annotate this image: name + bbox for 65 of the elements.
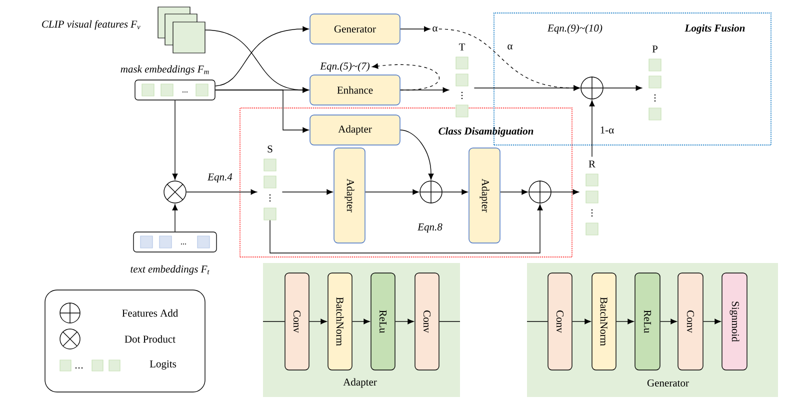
logits-column: R	[586, 160, 598, 236]
operator-circle	[528, 180, 552, 204]
arrow	[474, 85, 580, 91]
layer-box: Adapter	[334, 148, 366, 244]
logits-column: S	[264, 145, 276, 220]
layer-box: BatchNorm	[328, 272, 352, 370]
operator-circle	[580, 76, 604, 100]
node-label: CLIP visual features F$_{v}$	[42, 20, 140, 30]
module-box: Adapter	[310, 114, 400, 146]
arrow	[270, 204, 543, 254]
module-box: Generator	[310, 14, 400, 44]
layer-box: Conv	[414, 272, 440, 370]
edge-label: Eqn.4	[206, 172, 234, 184]
layer-box: Conv	[548, 272, 572, 370]
layer-box: BatchNorm	[592, 272, 616, 370]
layer-box: Adapter	[468, 148, 500, 244]
node-label: S	[268, 145, 272, 153]
legend-label: Logits	[150, 360, 176, 370]
arrow	[172, 100, 178, 180]
legend-label: Dot Product	[124, 335, 176, 343]
node-label: text embeddings F$_{t}$	[130, 265, 210, 275]
layer-box: ReLu	[370, 272, 396, 370]
layer-box: Conv	[284, 272, 310, 370]
arrow	[282, 189, 333, 195]
equation-label: Eqn.(9)~(10)	[547, 24, 602, 34]
arrow	[589, 100, 595, 158]
edge-label: 1-α	[598, 125, 616, 135]
module-box: Enhance	[310, 74, 400, 106]
operator-circle	[164, 180, 186, 204]
edge-label: α	[506, 43, 514, 51]
arrow	[215, 26, 309, 86]
arrow	[400, 130, 434, 180]
feature-stack: CLIP visual features F$_{v}$	[42, 6, 206, 54]
node-label: R	[588, 160, 596, 168]
arrow	[215, 90, 309, 133]
arrow	[572, 318, 591, 324]
arrow	[372, 63, 440, 90]
arrow	[442, 189, 468, 195]
arrow	[660, 318, 677, 324]
layer-box: ReLu	[634, 272, 660, 370]
node-label: mask embeddings F$_{m}$	[120, 65, 209, 75]
layer-box: Signmoid	[722, 272, 748, 370]
node-label: T	[458, 44, 466, 50]
arrow	[603, 85, 642, 91]
arrow	[400, 26, 430, 32]
embedding-box: ... text embeddings F$_{t}$	[130, 232, 217, 275]
symbol-label: Eqn.(5)~(7)	[320, 62, 370, 72]
arrow	[309, 318, 327, 324]
arrow	[551, 189, 579, 195]
arrow	[352, 318, 370, 324]
arrow	[395, 318, 414, 324]
arrow	[365, 189, 419, 195]
arrow	[703, 318, 721, 324]
embedding-box: ... mask embeddings F$_{m}$	[120, 65, 216, 100]
arrow	[186, 189, 257, 195]
layer-box: Conv	[678, 272, 704, 370]
arrow	[616, 318, 634, 324]
symbol-label: α	[432, 26, 438, 32]
arrow	[172, 204, 178, 232]
arrow	[500, 189, 528, 195]
logits-column: P	[648, 46, 662, 120]
node-label: P	[652, 46, 658, 52]
equation-label: Eqn.8	[417, 223, 442, 233]
legend-label: Features Add	[122, 309, 178, 317]
operator-circle	[419, 180, 443, 204]
